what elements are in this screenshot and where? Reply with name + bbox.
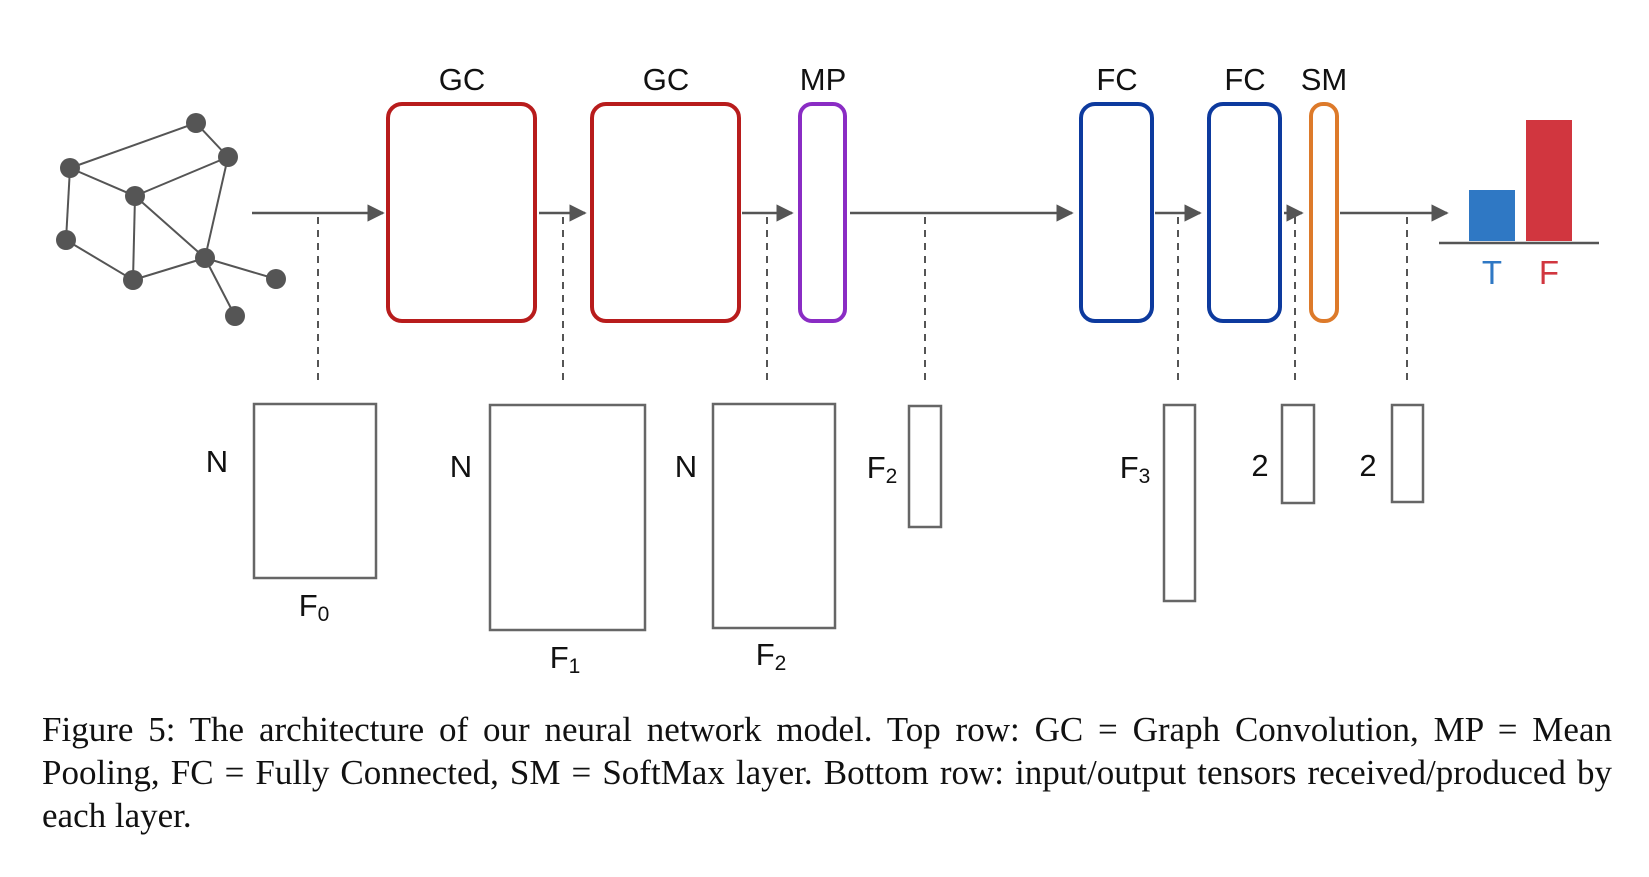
layer-label-mp: MP [800, 62, 847, 97]
layer-fc-2: FC [1207, 62, 1282, 323]
tensor-3-side-label: F2 [867, 450, 898, 488]
tensor-5-side-label: 2 [1251, 448, 1268, 483]
tensor-2-side-label: N [675, 449, 697, 484]
graph-node [266, 269, 286, 289]
graph-node [125, 186, 145, 206]
tensor-6-side-label: 2 [1359, 448, 1376, 483]
tensor-2: N F2 [675, 402, 837, 675]
tensor-4: F3 [1120, 403, 1197, 603]
tensor-6: 2 [1359, 403, 1425, 504]
figure-caption: Figure 5: The architecture of our neural… [42, 710, 1612, 835]
layer-label-fc-2: FC [1224, 62, 1265, 97]
graph-node [186, 113, 206, 133]
layer-label-gc-1: GC [439, 62, 486, 97]
tensor-5: 2 [1251, 403, 1316, 505]
tensor-1: N F1 [450, 403, 647, 678]
output-label-t: T [1482, 254, 1502, 291]
output-bar-t [1469, 190, 1515, 241]
graph-node [225, 306, 245, 326]
layer-mp: MP [798, 62, 847, 323]
graph-node [123, 270, 143, 290]
tensor-0-side-label: N [206, 444, 228, 479]
architecture-diagram: GC GC MP FC FC SM T F N F0 N F1 N [56, 62, 1599, 678]
output-bar-f [1526, 120, 1572, 241]
layer-sm: SM [1301, 62, 1348, 323]
tensor-4-side-label: F3 [1120, 450, 1151, 488]
output-chart: T F [1439, 120, 1599, 291]
graph-nodes [56, 113, 286, 326]
tensor-3: F2 [867, 404, 943, 529]
layer-label-fc-1: FC [1096, 62, 1137, 97]
graph-node [218, 147, 238, 167]
layer-gc-2: GC [590, 62, 741, 323]
tensor-1-bottom-label: F1 [550, 640, 581, 678]
layer-label-sm: SM [1301, 62, 1348, 97]
graph-node [60, 158, 80, 178]
tensor-1-side-label: N [450, 449, 472, 484]
layer-label-gc-2: GC [643, 62, 690, 97]
output-label-f: F [1539, 254, 1559, 291]
graph-node [195, 248, 215, 268]
input-graph [65, 122, 277, 317]
layer-fc-1: FC [1079, 62, 1154, 323]
tensor-2-bottom-label: F2 [756, 637, 787, 675]
graph-node [56, 230, 76, 250]
dashed-connectors [317, 217, 1408, 383]
layer-gc-1: GC [386, 62, 537, 323]
tensor-0: N F0 [206, 402, 378, 626]
tensor-0-bottom-label: F0 [299, 588, 330, 626]
